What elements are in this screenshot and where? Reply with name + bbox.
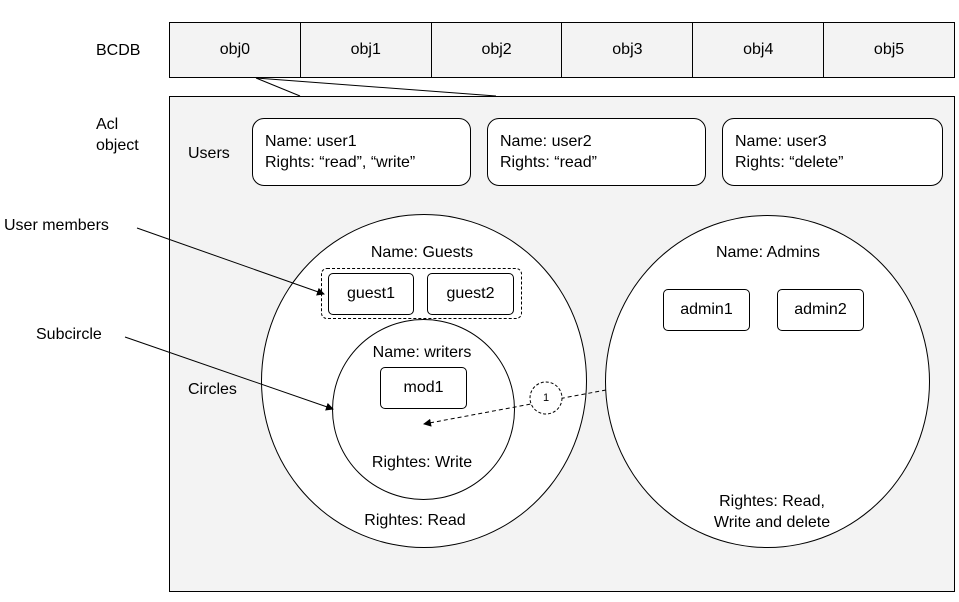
circle-admins-rights-line2: Write and delete [713,514,831,531]
circle-writers-rights: Rightes: Write [371,454,473,471]
circle-writers-name: Name: writers [372,344,472,361]
user-members-arrow [136,227,325,296]
bcdb-object-obj5: obj5 [873,41,905,58]
member-guest1: guest1 [328,273,414,315]
user-card-user3: Name: user3 Rights: “delete” [722,118,943,186]
member-admin1: admin1 [663,289,750,331]
member-admin2: admin2 [777,289,864,331]
bcdb-object-obj1: obj1 [301,23,432,77]
user-name: Name: user2 [500,133,592,150]
circle-guests-name: Name: Guests [370,244,474,261]
bcdb-label: BCDB [96,42,141,59]
bcdb-object-obj4: obj4 [693,23,825,77]
user-card-user2: Name: user2 Rights: “read” [487,118,706,186]
acl-object-label-line2: object [96,137,139,154]
user-members-annotation: User members [4,217,109,234]
user-rights: Rights: “read” [500,154,597,171]
subcircle-arrow [124,336,334,411]
bcdb-object-row: obj0 obj1 obj2 obj3 obj4 obj5 [169,22,955,78]
subcircle-annotation: Subcircle [36,326,102,343]
member-guest2: guest2 [427,273,514,315]
member-mod1: mod1 [380,367,467,409]
user-name: Name: user1 [265,133,357,150]
circle-admins-rights-line1: Rightes: Read, [719,493,825,510]
circle-admins-name: Name: Admins [715,244,821,261]
bcdb-object-obj0: obj0 [170,23,301,77]
users-label: Users [188,145,230,162]
user-rights: Rights: “read”, “write” [265,154,416,171]
circles-label: Circles [188,381,237,398]
user-name: Name: user3 [735,133,827,150]
acl-object-label-line1: Acl [96,116,119,133]
user-card-user1: Name: user1 Rights: “read”, “write” [252,118,471,186]
bcdb-object-obj3: obj3 [562,23,694,77]
link-marker-number: 1 [542,392,550,404]
circle-writers [332,319,515,500]
admins-to-writers-link [423,389,607,427]
circle-guests-rights: Rightes: Read [364,512,466,529]
bcdb-object-obj2: obj2 [432,23,563,77]
circle-admins [605,215,930,548]
link-marker-circle [529,381,563,415]
user-rights: Rights: “delete” [735,154,844,171]
